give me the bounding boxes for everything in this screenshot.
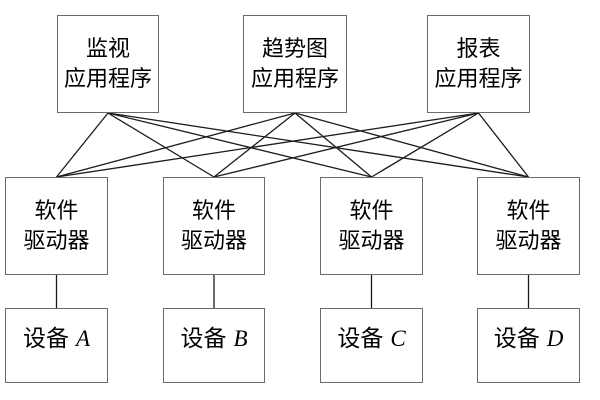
node-monitor-application: 监视 应用程序	[57, 15, 159, 113]
node-label-line1: 软件	[506, 198, 551, 223]
node-label: 设备	[22, 325, 69, 351]
node-software-driver-1: 软件 驱动器	[5, 177, 108, 275]
node-software-driver-4: 软件 驱动器	[477, 177, 580, 275]
node-software-driver-3: 软件 驱动器	[320, 177, 423, 275]
node-software-driver-2: 软件 驱动器	[163, 177, 265, 275]
node-label-line2: 驱动器	[338, 228, 405, 253]
node-label: 设备	[337, 325, 384, 351]
node-label-letter: D	[546, 325, 564, 351]
node-label-line1: 软件	[34, 198, 79, 223]
node-label-line2: 驱动器	[495, 228, 562, 253]
node-label-line1: 软件	[349, 198, 394, 223]
node-trend-chart-application: 趋势图 应用程序	[243, 15, 347, 113]
node-label-letter: C	[390, 325, 406, 351]
node-device-d: 设备 D	[477, 308, 580, 383]
node-label-line1: 报表	[456, 36, 501, 61]
node-label-line2: 驱动器	[180, 228, 247, 253]
node-device-c: 设备 C	[320, 308, 423, 383]
node-label-line1: 监视	[85, 36, 130, 61]
node-device-a: 设备 A	[5, 308, 108, 383]
node-label-letter: B	[233, 325, 248, 351]
node-label-line2: 应用程序	[250, 66, 339, 91]
node-label: 设备	[180, 325, 227, 351]
node-report-application: 报表 应用程序	[427, 15, 530, 113]
node-label-line1: 趋势图	[261, 36, 328, 61]
node-label-line2: 驱动器	[23, 228, 90, 253]
node-label-line2: 应用程序	[63, 66, 152, 91]
node-device-b: 设备 B	[163, 308, 265, 383]
node-label-line2: 应用程序	[434, 66, 523, 91]
node-label-letter: A	[75, 325, 91, 351]
node-label: 设备	[493, 325, 540, 351]
node-label-line1: 软件	[191, 198, 236, 223]
